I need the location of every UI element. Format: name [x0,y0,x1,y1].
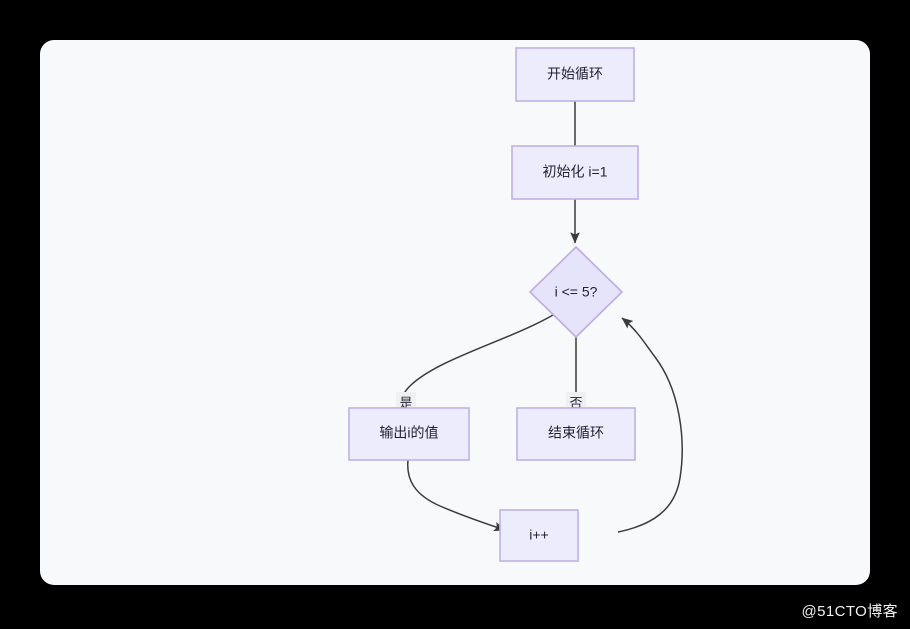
node-print[interactable]: 输出i的值 [348,407,470,461]
flowchart-canvas: 是 否 开始循环 初始化 i=1 i <= 5? 输出i的值 结束循环 i [40,40,870,585]
node-print-shape[interactable] [348,407,470,461]
edge-group [394,101,683,533]
node-condition-shape[interactable] [528,245,624,339]
node-end-shape[interactable] [516,407,636,461]
node-increment[interactable]: i++ [499,509,579,562]
edge-print-to-increment [406,459,506,532]
node-increment-shape[interactable] [499,509,579,562]
node-start-shape[interactable] [515,47,635,102]
node-init-shape[interactable] [511,145,639,200]
node-end[interactable]: 结束循环 [516,407,636,461]
watermark-label: @51CTO博客 [801,603,898,620]
node-start[interactable]: 开始循环 [515,47,635,102]
flowchart-svg: 是 否 开始循环 初始化 i=1 i <= 5? 输出i的值 结束循环 i [348,47,683,562]
node-init[interactable]: 初始化 i=1 [511,145,639,200]
node-condition[interactable]: i <= 5? [528,245,624,339]
edge-increment-to-cond [617,317,683,533]
